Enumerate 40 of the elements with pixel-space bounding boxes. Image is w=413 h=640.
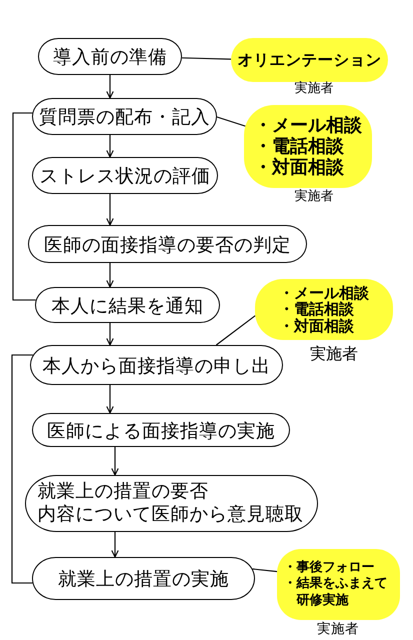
- bracket-line: [12, 112, 36, 301]
- note-item: ・結果をふまえて研修実施: [283, 576, 388, 609]
- caption-text: 実施者: [317, 622, 359, 638]
- step-text: ストレス状況の評価: [40, 165, 210, 188]
- step-text: 医師による面接指導の実施: [47, 420, 275, 442]
- note-item: ・メール相談: [279, 284, 369, 302]
- caption-text: 実施者: [294, 82, 334, 97]
- connector-line: [216, 116, 246, 127]
- note-item: オリエンテーション: [238, 50, 382, 70]
- note-item: ・事後フォロー: [283, 560, 376, 576]
- note-bubble: [231, 38, 388, 82]
- arrow: [106, 135, 114, 158]
- step-text: 本人から面接指導の申し出: [42, 354, 270, 378]
- bracket-line: [11, 354, 33, 584]
- note-item: ・対面相談: [254, 157, 345, 178]
- step-text: 医師の面接指導の要否の判定: [44, 234, 291, 256]
- caption-text: 実施者: [310, 345, 358, 364]
- arrow: [106, 385, 114, 414]
- arrow: [106, 323, 114, 346]
- connector-line: [252, 568, 278, 572]
- step-text: 本人に結果を通知: [52, 294, 204, 318]
- arrow: [111, 532, 119, 558]
- step-text: 就業上の措置の実施: [58, 568, 229, 591]
- arrow: [106, 194, 114, 226]
- connector-line: [182, 57, 232, 60]
- arrow: [106, 263, 114, 288]
- arrow: [111, 447, 119, 476]
- caption-text: 実施者: [294, 190, 334, 205]
- note-item: ・電話相談: [279, 301, 354, 318]
- connector-line: [216, 315, 256, 346]
- note-bubble: [255, 279, 393, 340]
- step-text: 就業上の措置の要否内容について医師から意見聴取: [37, 481, 304, 526]
- step-text: 導入前の準備: [53, 46, 167, 69]
- note-item: ・メール相談: [254, 114, 362, 136]
- note-item: ・対面相談: [279, 318, 355, 334]
- note-bubble: [244, 105, 372, 188]
- step-text: 質問票の配布・記入: [39, 106, 210, 129]
- note-bubble: [277, 549, 400, 620]
- note-item: ・電話相談: [254, 136, 345, 158]
- arrow: [106, 75, 114, 99]
